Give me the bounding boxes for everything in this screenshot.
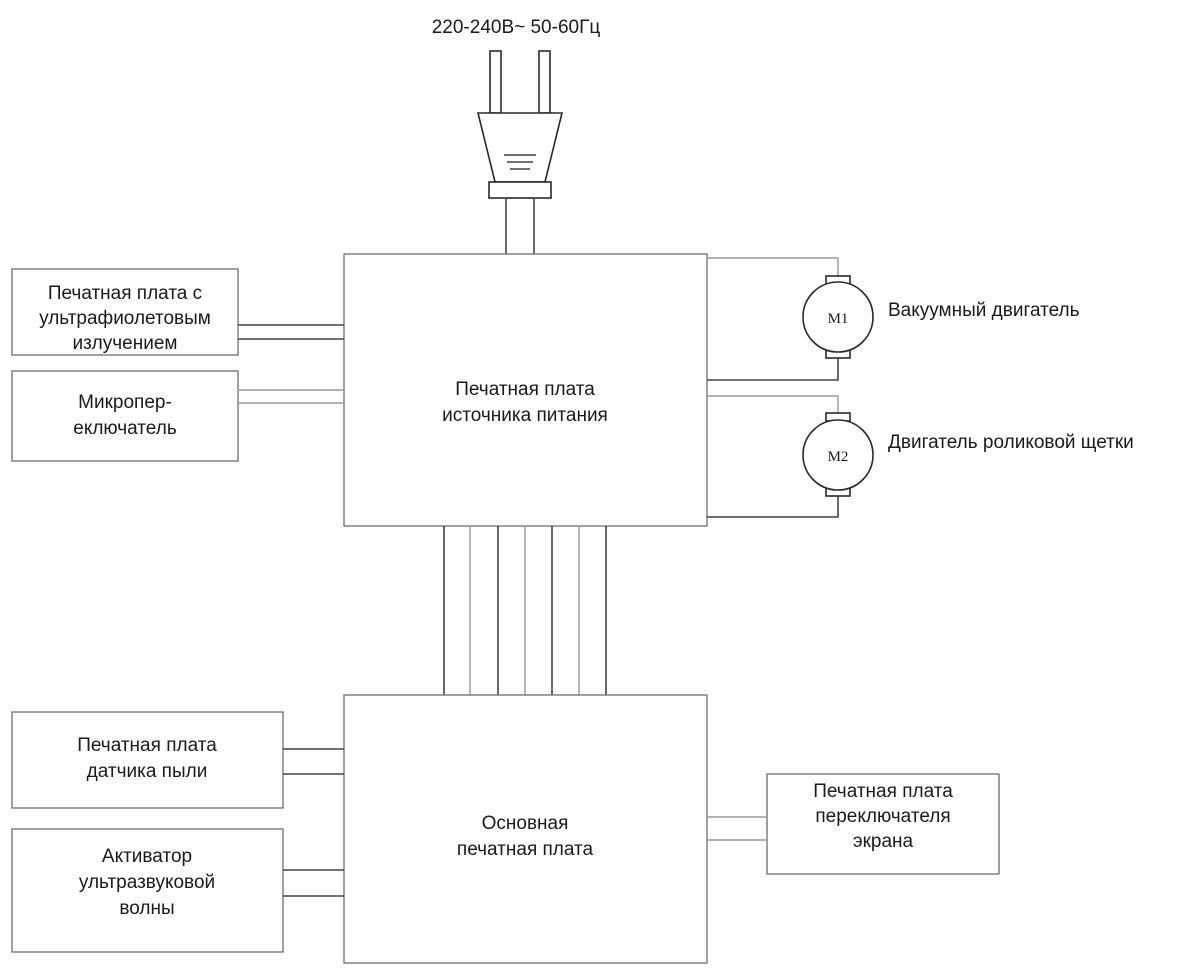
- main-board: Основная печатная плата: [343, 694, 708, 964]
- motor-m2-symbol: M2: [828, 449, 849, 465]
- power-board-line2: источника питания: [442, 405, 608, 426]
- screen-switch-line3: экрана: [853, 831, 914, 852]
- uv-board: Печатная плата с ультрафиолетовым излуче…: [11, 268, 239, 356]
- screen-switch-line1: Печатная плата: [813, 781, 953, 802]
- board-interconnect-bus: [443, 526, 607, 695]
- motor-m1-icon: [802, 281, 874, 353]
- ultrasonic-activator: Активатор ультразвуковой волны: [11, 828, 284, 953]
- main-board-line2: печатная плата: [457, 839, 594, 860]
- main-board-line1: Основная: [482, 813, 569, 834]
- voltage-label: 220-240В~ 50-60Гц: [432, 17, 601, 38]
- uv-board-line2: ультрафиолетовым: [39, 308, 211, 329]
- power-plug-icon: [476, 50, 564, 254]
- motor-m2-icon: [802, 419, 874, 491]
- ultrasonic-line2: ультразвуковой: [79, 872, 215, 893]
- power-supply-board: Печатная плата источника питания: [343, 253, 708, 527]
- uv-board-line1: Печатная плата с: [48, 283, 202, 304]
- microswitch-line1: Микропер-: [78, 392, 172, 413]
- ultrasonic-line3: волны: [119, 898, 174, 919]
- dust-sensor-line1: Печатная плата: [77, 735, 217, 756]
- vacuum-motor: M1: [707, 257, 874, 381]
- uv-board-line3: излучением: [73, 333, 178, 354]
- dust-sensor-board: Печатная плата датчика пыли: [11, 711, 284, 809]
- power-board-line1: Печатная плата: [455, 379, 595, 400]
- screen-switch-line2: переключателя: [815, 806, 950, 827]
- motor-m1-label: Вакуумный двигатель: [888, 300, 1080, 321]
- ultrasonic-line1: Активатор: [102, 846, 192, 867]
- dust-sensor-line2: датчика пыли: [87, 761, 208, 782]
- screen-switch-board: Печатная плата переключателя экрана: [766, 773, 1000, 875]
- motor-m2-label: Двигатель роликовой щетки: [888, 432, 1134, 453]
- microswitch-box: Микропер- еключатель: [11, 370, 239, 462]
- microswitch-line2: еключатель: [73, 418, 177, 439]
- roller-brush-motor: M2: [707, 395, 874, 518]
- motor-m1-symbol: M1: [828, 311, 849, 327]
